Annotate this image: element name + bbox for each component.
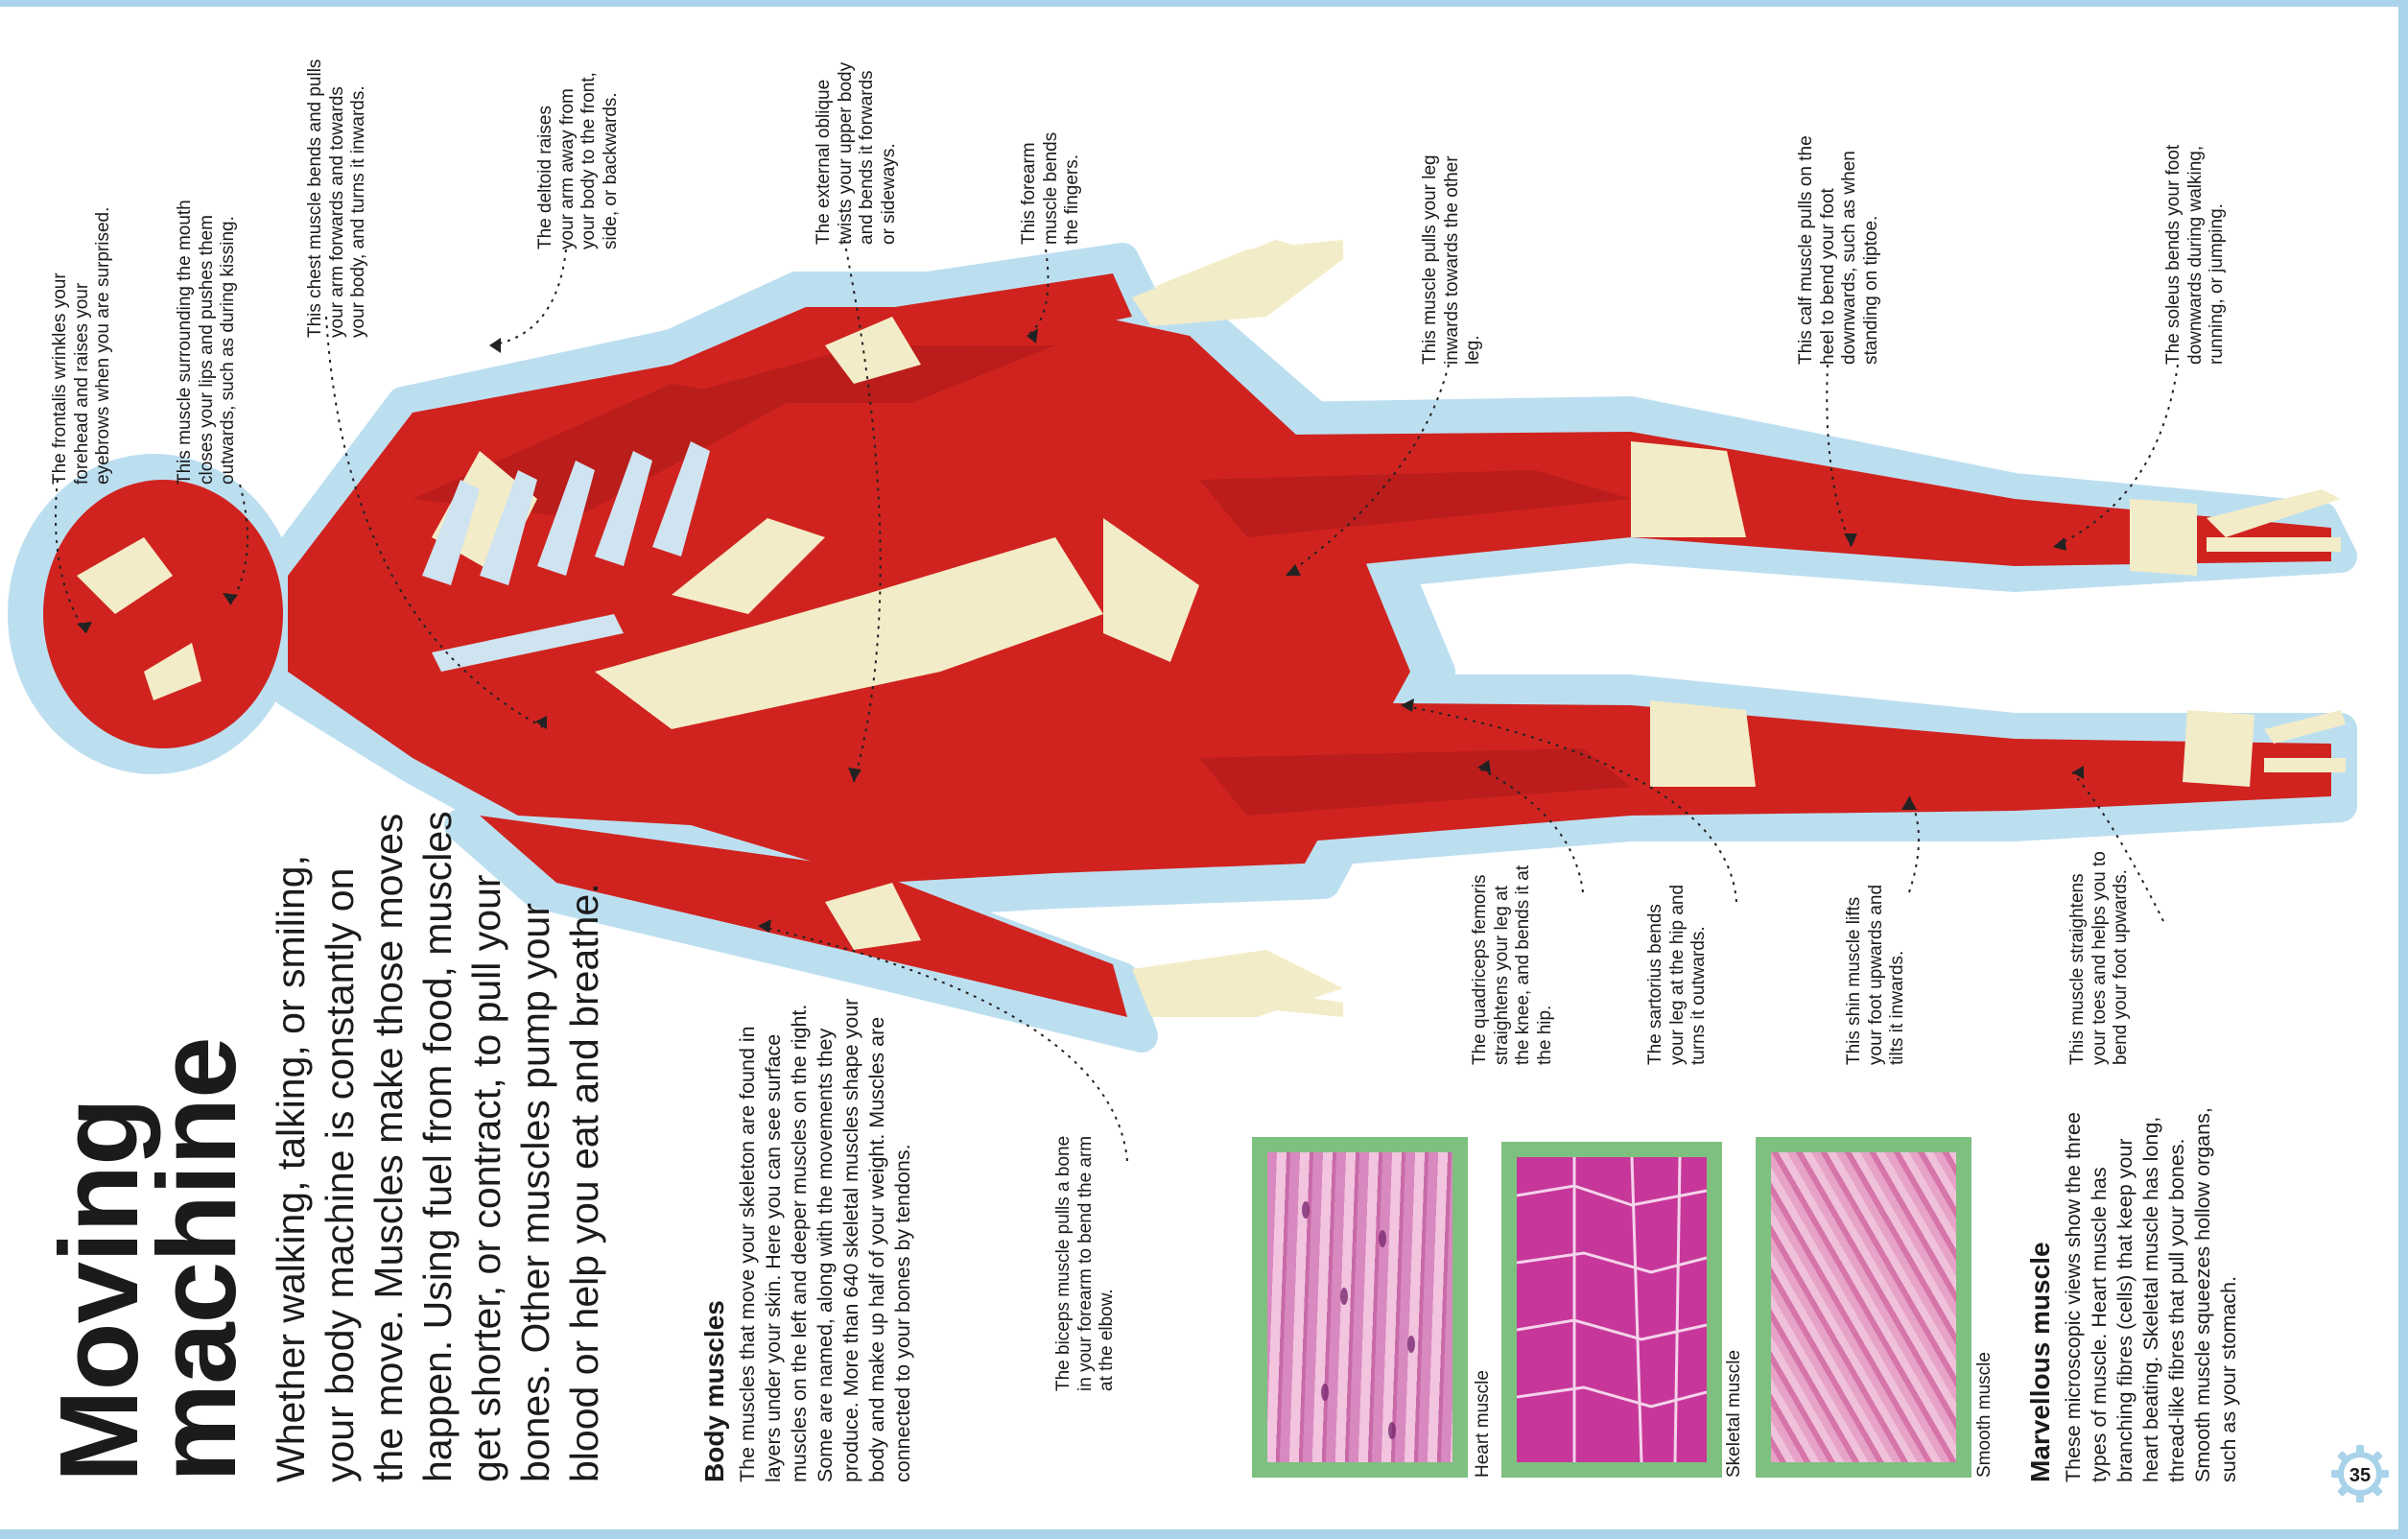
marvellous-muscle-section: Marvellous muscle These microscopic view… <box>2024 1099 2312 1482</box>
annotation-sartorius: The sartorius bends your leg at the hip … <box>1645 883 1751 1065</box>
annotation-pectoral: This chest muscle bends and pulls your a… <box>305 50 406 338</box>
skeletal-muscle-micrograph <box>1517 1157 1707 1462</box>
annotation-calf: This calf muscle pulls on the heel to be… <box>1796 134 1911 365</box>
annotation-toes: This muscle straightens your toes and he… <box>2067 840 2173 1065</box>
heart-muscle-caption: Heart muscle <box>1473 1370 1493 1478</box>
annotation-pectoral-text: This chest muscle bends and pulls your a… <box>305 59 368 338</box>
page-number-badge: 35 <box>2329 1443 2391 1504</box>
annotation-oblique: The external oblique twists your upper b… <box>814 58 938 245</box>
hand-and-foot-details <box>1151 240 2346 1017</box>
annotation-calf-text: This calf muscle pulls on the heel to be… <box>1796 135 1881 365</box>
heart-muscle-slide <box>1252 1137 1468 1478</box>
rib-cage <box>422 441 710 672</box>
page-number: 35 <box>2349 1465 2371 1486</box>
micrograph-caption-skeletal: Skeletal muscle <box>1724 1238 1749 1478</box>
title-line-1: Moving <box>36 1099 161 1482</box>
skeletal-muscle-slide <box>1501 1142 1722 1478</box>
annotation-oblique-text: The external oblique twists your upper b… <box>814 61 899 245</box>
annotation-biceps: The biceps muscle pulls a bone in your f… <box>1053 1132 1140 1391</box>
annotation-toes-text: This muscle straightens your toes and he… <box>2067 851 2131 1065</box>
smooth-muscle-caption: Smooth muscle <box>1974 1352 1995 1478</box>
page-frame-right <box>2398 0 2408 1539</box>
marvellous-muscle-text: These microscopic views show the three t… <box>2062 1107 2240 1482</box>
micrograph-caption-smooth: Smooth muscle <box>1974 1238 1999 1478</box>
body-muscles-heading: Body muscles <box>699 1300 729 1482</box>
annotation-arrowheads <box>77 328 2084 933</box>
gear-icon: 35 <box>2331 1445 2389 1503</box>
annotation-shin: This shin muscle lifts your foot upwards… <box>1844 859 1940 1065</box>
annotation-forearm: This forearm muscle bends the fingers. <box>1019 106 1105 245</box>
tendon-and-bone-shapes <box>77 240 2255 1017</box>
annotation-forearm-text: This forearm muscle bends the fingers. <box>1019 131 1082 245</box>
annotation-sartorius-text: The sartorius bends your leg at the hip … <box>1645 884 1709 1065</box>
annotation-adductor-text: This muscle pulls your leg inwards towar… <box>1420 154 1483 365</box>
annotation-quadriceps-text: The quadriceps femoris straightens your … <box>1470 864 1555 1065</box>
body-muscles-section: Body muscles The muscles that move your … <box>698 974 1005 1482</box>
skeletal-muscle-caption: Skeletal muscle <box>1724 1349 1744 1478</box>
intro-text: Whether walking, talking, or smiling, yo… <box>269 811 606 1482</box>
annotation-biceps-text: The biceps muscle pulls a bone in your f… <box>1053 1135 1117 1391</box>
annotation-orbicularis-text: This muscle surrounding the mouth closes… <box>175 200 238 485</box>
title-line-2: machine <box>134 1037 259 1482</box>
skeletal-muscle-fibres <box>1517 1157 1707 1462</box>
annotation-adductor: This muscle pulls your leg inwards towar… <box>1420 154 1511 365</box>
smooth-muscle-slide <box>1756 1137 1971 1478</box>
annotation-quadriceps: The quadriceps femoris straightens your … <box>1470 864 1594 1065</box>
page-title: Moving machine <box>36 811 261 1482</box>
annotation-leader-lines <box>55 239 2179 1162</box>
heart-muscle-nuclei <box>1302 1201 1415 1439</box>
page-frame-top <box>0 0 2408 7</box>
annotation-soleus: The soleus bends your foot downwards dur… <box>2163 110 2255 365</box>
body-muscles-text: The muscles that move your skeleton are … <box>736 998 914 1482</box>
smooth-muscle-micrograph <box>1771 1152 1956 1462</box>
annotation-deltoid-text: The deltoid raises your arm away from yo… <box>535 72 621 249</box>
page-frame-bottom <box>0 1529 2408 1539</box>
annotation-frontalis: The frontalis wrinkles your forehead and… <box>50 206 151 485</box>
annotation-orbicularis: This muscle surrounding the mouth closes… <box>175 187 275 485</box>
heart-muscle-micrograph <box>1267 1152 1452 1462</box>
annotation-shin-text: This shin muscle lifts your foot upwards… <box>1844 884 1907 1065</box>
marvellous-muscle-heading: Marvellous muscle <box>2025 1242 2055 1482</box>
annotation-frontalis-text: The frontalis wrinkles your forehead and… <box>50 206 113 485</box>
annotation-deltoid: The deltoid raises your arm away from yo… <box>535 67 670 249</box>
muscle-figure <box>43 273 2331 1017</box>
annotation-soleus-text: The soleus bends your foot downwards dur… <box>2163 144 2227 365</box>
intro-paragraph: Whether walking, talking, or smiling, yo… <box>267 811 670 1482</box>
micrograph-caption-heart: Heart muscle <box>1473 1238 1498 1478</box>
